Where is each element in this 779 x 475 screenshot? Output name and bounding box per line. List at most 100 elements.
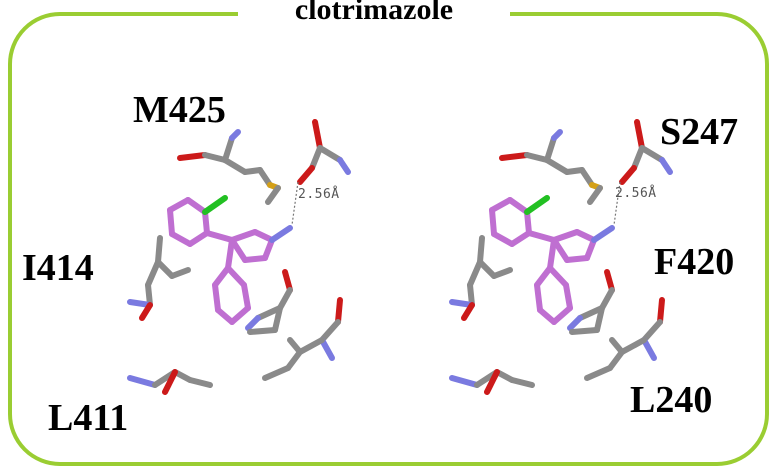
left-bond-35 (155, 235, 163, 265)
hbond-distance-left: 2.56Å (298, 187, 340, 202)
left-bond-4 (222, 157, 248, 175)
left-bond-17 (187, 230, 210, 247)
right-bond-6 (579, 167, 595, 188)
right-bond-53 (609, 337, 625, 355)
right-bond-38 (467, 259, 483, 288)
left-bond-27 (269, 225, 293, 243)
right-bond-18 (491, 231, 515, 247)
left-bond-50 (319, 337, 335, 361)
left-bond-51 (297, 337, 325, 355)
right-bond-33 (563, 282, 573, 311)
left-bond-14 (167, 197, 191, 213)
left-bond-54 (262, 365, 291, 381)
right-bond-35 (477, 235, 485, 265)
left-bond-28 (225, 237, 235, 271)
right-bond-14 (489, 197, 513, 213)
right-bond-46 (594, 305, 605, 333)
right-bond-13 (619, 165, 637, 185)
right-bond-9 (634, 119, 645, 151)
right-bond-20 (524, 195, 550, 215)
right-bond-23 (574, 229, 597, 243)
left-bond-6 (257, 167, 273, 188)
right-bond-8 (587, 185, 603, 205)
left-bond-42 (282, 269, 293, 293)
left-bond-48 (335, 297, 343, 325)
residue-label-m425: M425 (133, 89, 226, 131)
left-bond-15 (185, 197, 208, 215)
right-bond-48 (657, 297, 665, 325)
left-bond-31 (215, 307, 235, 325)
residue-label-s247: S247 (660, 111, 739, 153)
left-bond-58 (162, 369, 178, 395)
right-bond-28 (547, 237, 557, 271)
left-bond-39 (145, 282, 153, 308)
left-bond-21 (204, 230, 235, 243)
right-bond-31 (537, 307, 557, 325)
right-bond-17 (509, 230, 532, 247)
left-bond-12 (337, 157, 351, 175)
right-bond-43 (599, 287, 615, 311)
right-bond-1 (524, 152, 550, 163)
residue-label-l411: L411 (48, 397, 129, 439)
right-bond-51 (619, 337, 647, 355)
left-bond-2 (222, 135, 235, 163)
right-binding-site-model (449, 119, 673, 395)
left-bond-59 (187, 377, 213, 388)
right-bond-3 (551, 129, 563, 141)
right-bond-50 (641, 337, 657, 361)
left-bond-11 (317, 145, 343, 163)
left-bond-53 (287, 337, 303, 355)
left-bond-25 (242, 255, 268, 263)
left-bond-43 (277, 287, 293, 311)
left-bond-38 (145, 259, 161, 288)
left-bond-19 (167, 207, 175, 237)
right-hydrogen-bond (613, 181, 621, 226)
left-bond-37 (169, 267, 191, 279)
left-bond-3 (229, 129, 241, 141)
residue-label-i414: I414 (22, 247, 94, 289)
right-bond-55 (449, 375, 480, 388)
left-bond-36 (155, 259, 175, 279)
right-bond-2 (544, 135, 557, 163)
right-bond-44 (577, 305, 605, 321)
figure-title: clotrimazole (238, 0, 510, 32)
right-bond-12 (659, 157, 673, 175)
right-bond-45 (567, 315, 583, 331)
left-bond-18 (169, 231, 193, 247)
left-hydrogen-bond (291, 181, 299, 226)
left-bond-44 (255, 305, 283, 321)
right-bond-11 (639, 145, 665, 163)
right-bond-36 (477, 259, 497, 279)
right-bond-32 (551, 305, 573, 325)
left-bond-16 (202, 209, 210, 236)
right-bond-40 (449, 299, 475, 308)
right-bond-22 (551, 229, 580, 243)
right-bond-27 (591, 225, 615, 243)
left-bond-1 (202, 152, 228, 163)
right-bond-52 (607, 349, 625, 371)
left-bond-13 (297, 165, 315, 185)
right-bond-59 (509, 377, 535, 388)
right-bond-49 (641, 319, 663, 343)
right-bond-30 (534, 282, 543, 313)
left-bond-9 (312, 119, 323, 151)
right-bond-10 (631, 145, 645, 171)
right-bond-37 (491, 267, 513, 279)
left-bond-41 (139, 302, 153, 321)
left-bond-32 (229, 305, 251, 325)
left-bond-55 (127, 375, 158, 388)
left-bond-20 (202, 195, 228, 215)
left-bond-29 (212, 265, 231, 288)
residue-label-f420: F420 (654, 241, 735, 283)
right-bond-19 (489, 207, 497, 237)
right-bond-34 (547, 265, 569, 288)
right-bond-24 (584, 237, 597, 261)
right-bond-47 (569, 327, 600, 335)
right-bond-16 (524, 209, 532, 236)
left-bond-46 (272, 305, 283, 333)
left-bond-0 (177, 152, 208, 161)
left-bond-24 (262, 237, 275, 261)
right-bond-4 (544, 157, 570, 175)
